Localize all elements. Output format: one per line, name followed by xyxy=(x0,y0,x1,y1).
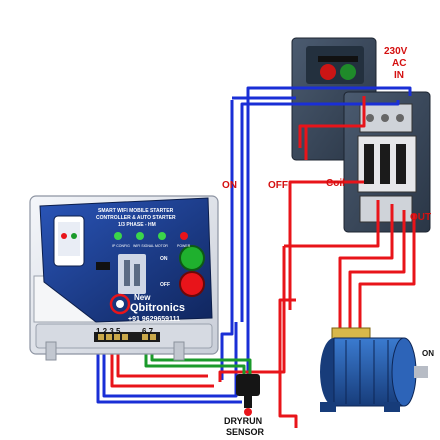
dryrun-sensor xyxy=(236,374,260,416)
indicator-label-ip: IP CONFIG xyxy=(112,244,130,248)
led-ip-config xyxy=(114,232,122,240)
red-wires xyxy=(110,96,416,428)
off-button[interactable] xyxy=(179,271,205,297)
out-label: OUT xyxy=(410,212,431,223)
on-button[interactable] xyxy=(179,245,205,271)
led-wifi-signal xyxy=(136,232,144,240)
motor-on-label: ON xyxy=(422,349,434,358)
indicator-label-power: POWER xyxy=(177,244,191,248)
on-button-label: ON xyxy=(160,256,168,262)
dryrun-label-2: SENSOR xyxy=(226,427,265,437)
terminal-block xyxy=(94,332,160,342)
stop-button-icon xyxy=(320,64,336,80)
on-wire-label: ON xyxy=(222,180,237,191)
start-button-icon xyxy=(340,64,356,80)
terminal-label-right: 6 7 xyxy=(142,327,154,336)
motor xyxy=(320,327,428,412)
indicator-label-motor: MOTOR xyxy=(155,244,168,248)
pump-illustration xyxy=(96,254,146,294)
controller-title-2: CONTROLLER & AUTO STARTER xyxy=(96,215,176,221)
dryrun-label-1: DRYRUN xyxy=(224,416,262,426)
brand-logo xyxy=(109,293,131,315)
brand-name: Qbitronics xyxy=(130,302,185,314)
brand-new: New xyxy=(134,293,151,302)
indicator-leds xyxy=(114,232,188,240)
controller-title-3: 1/3 PHASE - HM xyxy=(118,222,156,228)
phone-illustration xyxy=(53,215,85,267)
off-wire-label: OFF xyxy=(268,180,288,191)
terminal-label-left: 1 2 3 5 xyxy=(96,327,121,336)
contactor-unit xyxy=(343,91,431,233)
off-button-label: OFF xyxy=(160,282,170,288)
led-power xyxy=(180,232,188,240)
brand-phone: +91 9629659111 xyxy=(128,316,180,323)
led-motor xyxy=(158,232,166,240)
ac-label: AC xyxy=(392,58,406,69)
coil-label: Coil xyxy=(326,178,345,189)
voltage-label: 230V xyxy=(384,46,408,57)
controller-title-1: SMART WIFI MOBILE STARTER xyxy=(98,208,174,214)
in-label: IN xyxy=(394,70,404,81)
blue-wires xyxy=(96,86,412,404)
indicator-label-wifi: WIFI SIGNAL xyxy=(133,244,154,248)
